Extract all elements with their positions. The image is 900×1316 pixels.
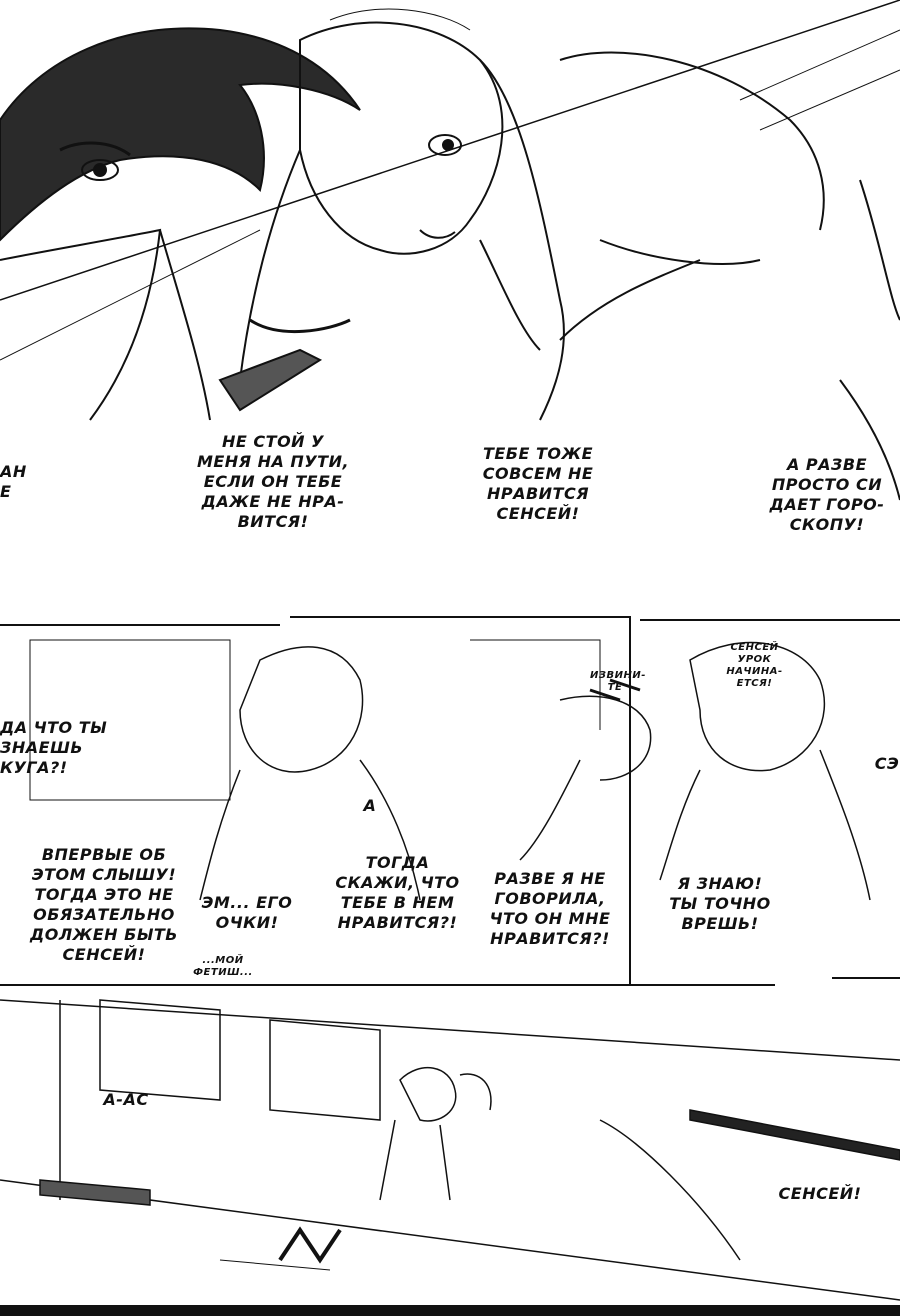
speech-sensei: СЕНСЕЙ! [778, 1184, 862, 1203]
middle-panel-art [29, 639, 871, 901]
speech-first-time: ВПЕРВЫЕ ОБ ЭТОМ СЛЫШУ! ТОГДА ЭТО НЕ ОБЯЗ… [30, 845, 178, 964]
bottom-panel-art [0, 999, 900, 1301]
speech-you-also: ТЕБЕ ТОЖЕ СОВСЕМ НЕ НРАВИТСЯ СЕНСЕЙ! [482, 444, 594, 523]
speech-ah-ah: А-АС [103, 1090, 149, 1109]
speech-not-standing: НЕ СТОЙ У МЕНЯ НА ПУТИ, ЕСЛИ ОН ТЕБЕ ДАЖ… [196, 432, 350, 531]
speech-then-say: ТОГДА СКАЖИ, ЧТО ТЕБЕ В НЕМ НРАВИТСЯ?! [335, 853, 460, 932]
speech-or-just: А РАЗВЕ ПРОСТО СИ ДАЕТ ГОРО- СКОПУ! [769, 455, 885, 534]
speech-sensei-lesson: СЕНСЕЙ УРОК НАЧИНА- ЕТСЯ! [726, 642, 783, 689]
middle-panel-borders [0, 616, 900, 986]
speech-i-know: Я ЗНАЮ! ТЫ ТОЧНО ВРЕШЬ! [669, 874, 771, 933]
speech-my-fetish: ...МОЙ ФЕТИШ... [193, 955, 253, 978]
speech-what-you: ДА ЧТО ТЫ ЗНАЕШЬ КУГА?! [0, 718, 108, 777]
speech-cut-right: СЭ [874, 754, 900, 773]
speech-ah: А [363, 796, 377, 815]
speech-he-he: ЭМ... ЕГО ОЧКИ! [201, 893, 293, 932]
speech-didnt-i-say: РАЗВЕ Я НЕ ГОВОРИЛА, ЧТО ОН МНЕ НРАВИТСЯ… [489, 869, 611, 948]
speech-cut-left: АН Е [0, 462, 27, 501]
top-panel-art [0, 8, 900, 501]
speech-sorry: ИЗВИНИ- ТЕ [590, 670, 646, 693]
